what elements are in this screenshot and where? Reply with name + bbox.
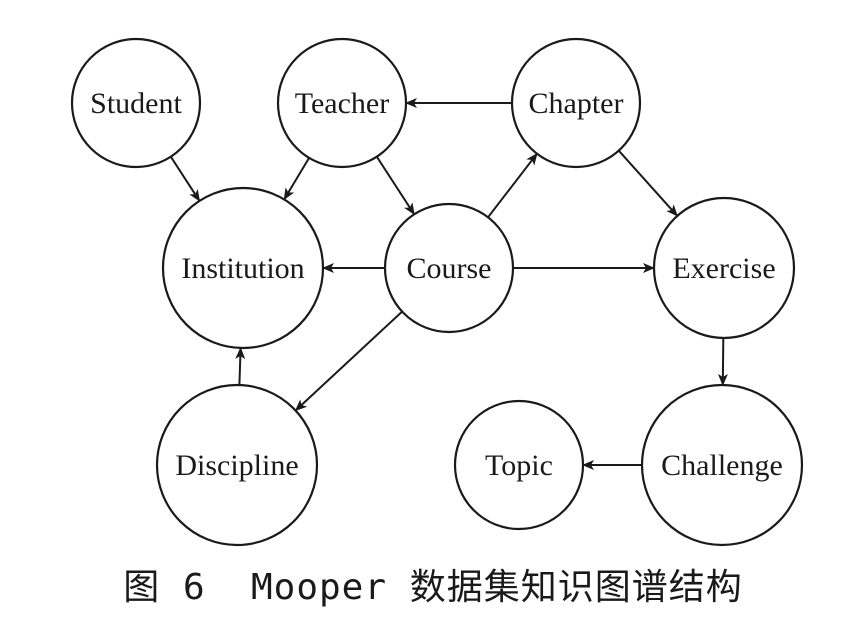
node-circle-topic — [453, 399, 585, 531]
node-circle-institution — [161, 186, 325, 350]
node-challenge: Challenge — [640, 383, 804, 547]
node-circle-chapter — [510, 37, 642, 169]
node-circle-discipline — [155, 383, 319, 547]
node-label-discipline: Discipline — [175, 449, 298, 482]
node-circle-challenge — [640, 383, 804, 547]
edge-student-to-institution — [169, 156, 201, 202]
edge-exercise-to-challenge — [717, 337, 728, 386]
edge-discipline-to-institution — [235, 347, 246, 386]
node-label-teacher: Teacher — [295, 87, 389, 120]
edge-teacher-to-course — [375, 156, 416, 216]
node-discipline: Discipline — [155, 383, 319, 547]
edge-course-to-chapter — [487, 152, 538, 218]
node-circle-exercise — [652, 196, 796, 340]
node-topic: Topic — [453, 399, 585, 531]
edge-teacher-to-institution — [283, 157, 310, 201]
node-label-chapter: Chapter — [529, 87, 624, 120]
node-chapter: Chapter — [510, 37, 642, 169]
node-label-challenge: Challenge — [661, 449, 783, 482]
node-institution: Institution — [161, 186, 325, 350]
node-label-student: Student — [90, 87, 182, 120]
edges-layer — [169, 98, 728, 470]
node-label-topic: Topic — [485, 449, 553, 482]
node-teacher: Teacher — [276, 37, 408, 169]
node-student: Student — [70, 37, 202, 169]
node-circle-student — [70, 37, 202, 169]
node-label-exercise: Exercise — [672, 252, 775, 285]
node-label-institution: Institution — [181, 252, 304, 285]
node-circle-course — [383, 202, 515, 334]
edge-chapter-to-exercise — [617, 149, 679, 217]
node-exercise: Exercise — [652, 196, 796, 340]
figure-caption: 图 6 Mooper 数据集知识图谱结构 — [123, 567, 743, 608]
edge-course-to-discipline — [294, 310, 403, 412]
node-label-course: Course — [407, 252, 492, 285]
node-circle-teacher — [276, 37, 408, 169]
node-course: Course — [383, 202, 515, 334]
